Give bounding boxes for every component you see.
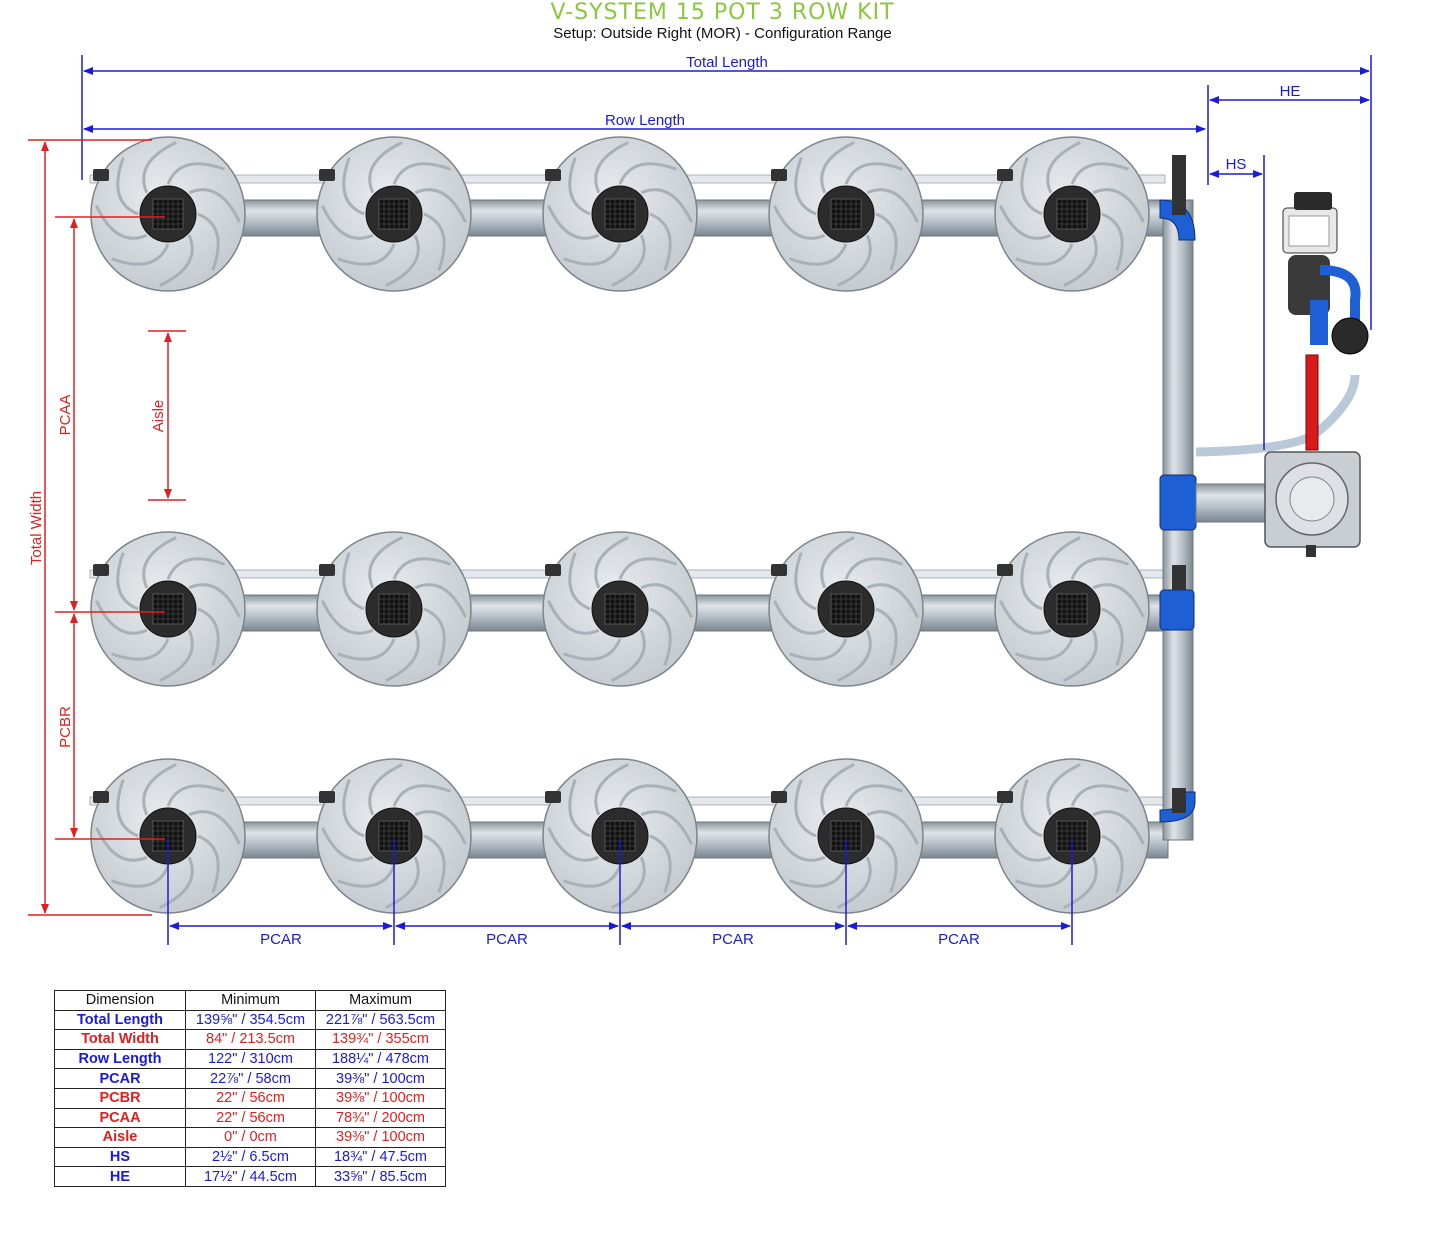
dimension-name: Row Length [54, 1048, 186, 1070]
pot [542, 136, 698, 292]
maximum-value: 221⅞" / 563.5cm [315, 1009, 446, 1031]
minimum-value: 17½" / 44.5cm [185, 1166, 316, 1187]
he-label: HE [1280, 83, 1301, 100]
dimension-name: HE [54, 1166, 186, 1187]
pot [90, 531, 246, 687]
total-length-label: Total Length [686, 54, 768, 71]
valve-connector [93, 169, 109, 181]
header-maximum: Maximum [315, 990, 446, 1011]
pcar-label: PCAR [486, 931, 528, 948]
pot [316, 758, 472, 914]
total-width-label: Total Width [28, 491, 45, 565]
valve-connector [997, 169, 1013, 181]
dimension-name: Aisle [54, 1127, 186, 1148]
minimum-value: 22" / 56cm [185, 1107, 316, 1129]
minimum-value: 22" / 56cm [185, 1087, 316, 1109]
valve-connector [771, 564, 787, 576]
pot [768, 136, 924, 292]
table-header-row: Dimension Minimum Maximum [54, 990, 446, 1011]
pot [768, 758, 924, 914]
maximum-value: 39⅜" / 100cm [315, 1127, 446, 1148]
maximum-value: 18¾" / 47.5cm [315, 1146, 446, 1168]
valve-connector [319, 791, 335, 803]
maximum-value: 39⅜" / 100cm [315, 1087, 446, 1109]
dimension-name: PCAA [54, 1107, 186, 1129]
valve-connector [545, 791, 561, 803]
reservoir-tank [1264, 451, 1361, 557]
pot [542, 531, 698, 687]
minimum-value: 122" / 310cm [185, 1048, 316, 1070]
dimension-name: Total Width [54, 1029, 186, 1050]
maximum-value: 78¾" / 200cm [315, 1107, 446, 1129]
pot [90, 136, 246, 292]
page-subtitle: Setup: Outside Right (MOR) - Configurati… [553, 25, 892, 42]
pcbr-label: PCBR [57, 706, 74, 748]
pcaa-label: PCAA [57, 395, 74, 436]
valve-connector [997, 564, 1013, 576]
dimension-name: PCBR [54, 1087, 186, 1109]
valve-connector [545, 564, 561, 576]
red-supply-pipe [1305, 354, 1319, 451]
maximum-value: 188¼" / 478cm [315, 1048, 446, 1070]
pot [316, 136, 472, 292]
pump-unit [1282, 192, 1369, 355]
valve-connector [771, 791, 787, 803]
hs-label: HS [1226, 156, 1247, 173]
pot [994, 758, 1150, 914]
dimension-name: Total Length [54, 1009, 186, 1031]
bottom-valve [1172, 788, 1186, 813]
valve-connector [319, 169, 335, 181]
minimum-value: 2½" / 6.5cm [185, 1146, 316, 1168]
valve-connector [93, 564, 109, 576]
middle-valve [1172, 565, 1186, 590]
pot [994, 136, 1150, 292]
valve-connector [545, 169, 561, 181]
minimum-value: 22⅞" / 58cm [185, 1068, 316, 1089]
top-valve [1172, 155, 1186, 215]
tank-tee [1159, 474, 1197, 531]
valve-connector [93, 791, 109, 803]
dimension-name: HS [54, 1146, 186, 1168]
pot-grid [90, 136, 1150, 914]
row-length-label: Row Length [605, 112, 685, 129]
middle-tee [1159, 589, 1195, 631]
header-dimension: Dimension [54, 990, 186, 1011]
pcar-label: PCAR [260, 931, 302, 948]
minimum-value: 0" / 0cm [185, 1127, 316, 1148]
maximum-value: 139¾" / 355cm [315, 1029, 446, 1050]
valve-connector [771, 169, 787, 181]
pot [768, 531, 924, 687]
dimension-name: PCAR [54, 1068, 186, 1089]
aisle-label: Aisle [150, 400, 167, 433]
tank-feed-pipe [1195, 483, 1267, 523]
pot [90, 758, 246, 914]
pcar-label: PCAR [938, 931, 980, 948]
maximum-value: 39⅜" / 100cm [315, 1068, 446, 1089]
valve-connector [997, 791, 1013, 803]
pot [316, 531, 472, 687]
header-minimum: Minimum [185, 990, 316, 1011]
minimum-value: 139⅝" / 354.5cm [185, 1009, 316, 1031]
valve-connector [319, 564, 335, 576]
system-diagram: Total Length Row Length HE HS Total Widt… [28, 54, 1372, 948]
maximum-value: 33⅝" / 85.5cm [315, 1166, 446, 1187]
minimum-value: 84" / 213.5cm [185, 1029, 316, 1050]
pcar-label: PCAR [712, 931, 754, 948]
page-title: V-SYSTEM 15 POT 3 ROW KIT [550, 0, 895, 25]
pot [994, 531, 1150, 687]
return-hose [1195, 374, 1360, 457]
